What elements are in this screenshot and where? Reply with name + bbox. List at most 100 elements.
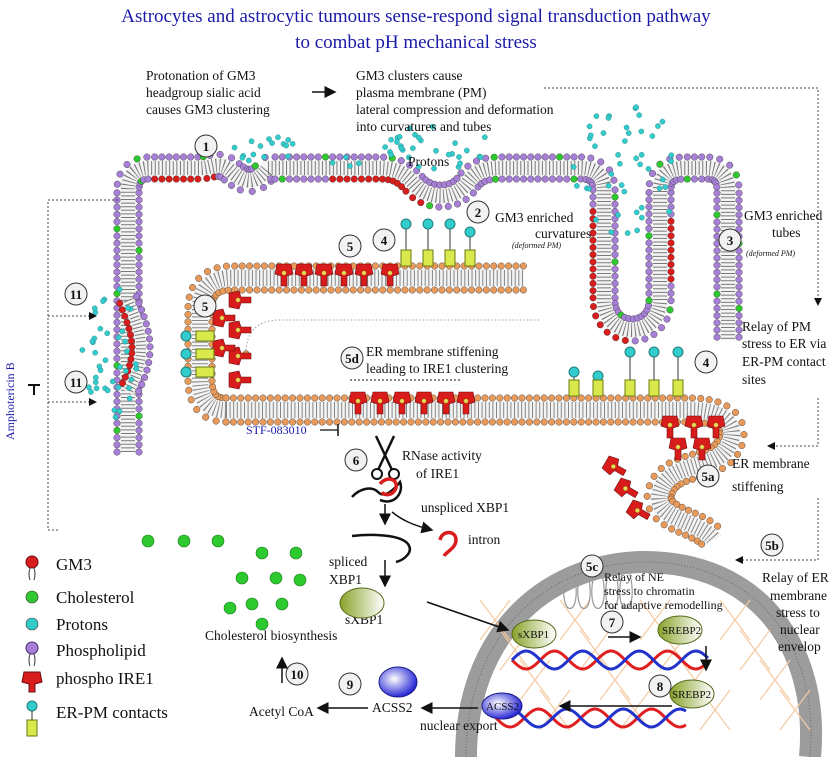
ire1-phospho	[443, 398, 449, 404]
pm-bilayer-head	[611, 279, 619, 287]
pm-bilayer-head	[300, 175, 308, 183]
pm-bilayer-head	[589, 207, 597, 215]
pm-bilayer-head	[158, 175, 166, 183]
proton	[406, 154, 412, 161]
er-lower-head	[607, 418, 615, 426]
er-lower-head	[636, 394, 644, 402]
title-line-2: to combat pH mechanical stress	[295, 32, 537, 53]
gm3-head	[25, 555, 39, 569]
proton	[394, 139, 400, 145]
sxbp1-nuclear	[511, 619, 557, 649]
pm-bilayer-head	[293, 153, 301, 161]
step-7-circle	[600, 610, 624, 634]
step-7: 7	[609, 615, 616, 630]
pm-bilayer-head	[372, 153, 380, 161]
ire1-top	[380, 263, 400, 287]
er-lower-head	[697, 394, 705, 402]
phospholipid-head	[25, 641, 39, 655]
er-lower-head	[407, 418, 415, 426]
intron-label: intron	[468, 532, 500, 547]
er-outer-head	[438, 286, 446, 294]
proton	[269, 140, 275, 146]
pm-bilayer-head	[135, 412, 143, 420]
ire1-5d	[456, 391, 476, 415]
er-outer-head	[188, 284, 196, 292]
step-9: 9	[347, 677, 354, 692]
er-lower-head	[540, 394, 548, 402]
er-lower-head	[466, 418, 474, 426]
er-lower-head	[644, 418, 652, 426]
er-lower-head	[585, 394, 593, 402]
pm-bilayer-head	[307, 153, 315, 161]
er-lower-head	[252, 394, 260, 402]
cholesterol-molecule	[235, 571, 249, 585]
unspliced-label: unspliced XBP1	[421, 500, 509, 515]
pm-bilayer-head	[336, 153, 344, 161]
cholesterol-molecule	[255, 546, 269, 560]
er-lower-head	[244, 418, 252, 426]
er-lower-head	[682, 531, 690, 539]
er-lower-head	[474, 394, 482, 402]
pm-bilayer-head	[713, 211, 721, 219]
relay-er-line-4: nuclear	[780, 622, 820, 637]
step-1: 1	[203, 139, 210, 154]
pm-bilayer-head	[357, 153, 365, 161]
proton	[633, 209, 640, 216]
proton	[457, 160, 463, 167]
pm-bilayer-head	[667, 268, 675, 276]
pm-bilayer-head	[135, 196, 143, 204]
pm-bilayer-head	[706, 153, 714, 161]
step-5a: 5a	[702, 469, 716, 484]
cholesterol-molecule	[141, 534, 155, 548]
pm-bulge-head	[142, 320, 150, 328]
proton	[618, 182, 625, 188]
er-lower-head	[659, 394, 667, 402]
cholesterol-icon	[25, 590, 39, 604]
er-lower-head	[660, 521, 668, 529]
pm-bilayer-head	[512, 153, 520, 161]
er-outer-head	[342, 286, 350, 294]
pm-bilayer-head	[236, 186, 244, 194]
er-outer-head	[305, 286, 313, 294]
gm3-icon	[25, 555, 39, 581]
er-lower-head	[733, 450, 741, 458]
proton	[482, 134, 488, 140]
protons-label: Protons	[408, 154, 449, 169]
pm-bilayer-head	[187, 175, 195, 183]
proton	[112, 414, 119, 420]
proton	[91, 305, 98, 312]
proton	[100, 298, 106, 304]
ire1-phospho	[611, 464, 616, 469]
pm-bilayer-head	[683, 175, 691, 183]
proton	[638, 128, 645, 135]
pm-bilayer-head	[713, 196, 721, 204]
contact-anchor	[26, 719, 38, 737]
legend-label: GM3	[56, 555, 92, 574]
pm-bilayer-head	[426, 202, 434, 210]
pm-bilayer-head	[498, 175, 506, 183]
proton	[633, 155, 639, 162]
pm-bilayer-head	[350, 175, 358, 183]
er-lower-head	[281, 418, 289, 426]
step-11-top-circle	[64, 282, 88, 306]
er-outer-head	[371, 262, 379, 270]
pm-bilayer-head	[541, 175, 549, 183]
step-4-top: 4	[381, 233, 388, 248]
er-outer-head	[371, 286, 379, 294]
er-outer-head	[184, 318, 192, 326]
pm-bilayer-head	[645, 253, 653, 261]
er-outer-head	[349, 286, 357, 294]
step-10-circle	[285, 662, 309, 686]
er-outer-head	[327, 286, 335, 294]
er-pm-contacts	[180, 218, 684, 397]
proton	[633, 104, 639, 110]
contact-er-head	[568, 366, 580, 378]
chromatin-fiber	[739, 629, 771, 671]
er-outer-head	[238, 262, 246, 270]
pm-bilayer-head	[667, 246, 675, 254]
pm-bilayer-head	[645, 232, 653, 240]
pm-bilayer-head	[271, 153, 279, 161]
rnase-line-1: RNase activity	[402, 448, 482, 463]
pm-bilayer-head	[498, 153, 506, 161]
er-lower-head	[333, 394, 341, 402]
